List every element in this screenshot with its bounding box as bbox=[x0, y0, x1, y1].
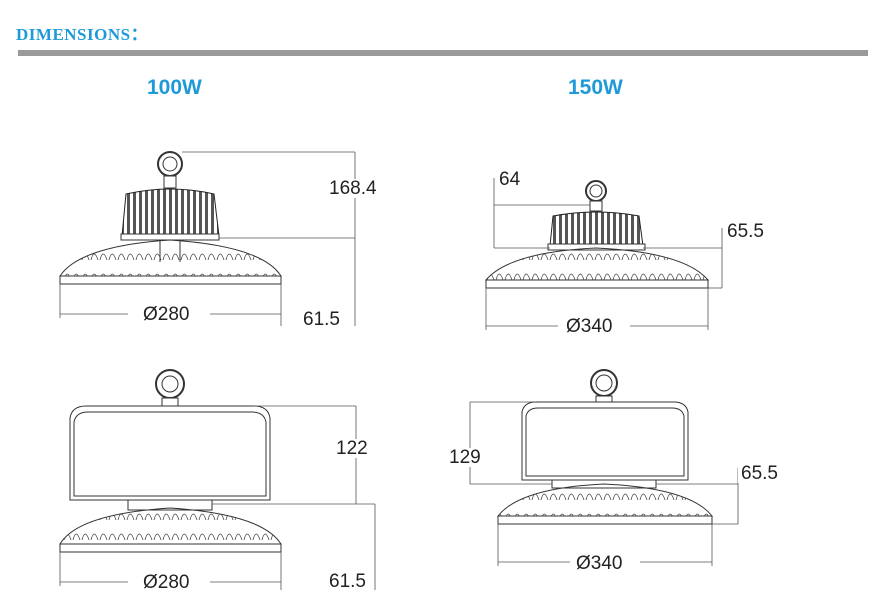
dim-150w-top-ring: 64 bbox=[496, 170, 524, 189]
dim-100w-bottom-height: 122 bbox=[333, 439, 371, 458]
dim-150w-bottom-diameter: Ø340 bbox=[573, 554, 626, 573]
dimension-lines-100w-bottom bbox=[59, 405, 376, 590]
section-heading-150w: 150W bbox=[568, 76, 623, 99]
dim-150w-top-diameter: Ø340 bbox=[563, 317, 616, 336]
dim-100w-top-base: 61.5 bbox=[300, 310, 343, 329]
dimension-lines-150w-top bbox=[485, 178, 723, 330]
lamp-100w-side-view bbox=[59, 151, 282, 285]
dim-150w-bottom-base: 65.5 bbox=[738, 464, 781, 483]
dim-100w-bottom-base: 61.5 bbox=[326, 572, 369, 591]
lamp-150w-side-view bbox=[484, 180, 710, 289]
dim-150w-bottom-height: 129 bbox=[446, 448, 484, 467]
dim-150w-top-height: 65.5 bbox=[724, 222, 767, 241]
section-heading-100w: 100W bbox=[147, 76, 202, 99]
page-title: DIMENSIONS： bbox=[16, 25, 149, 44]
dim-100w-bottom-diameter: Ø280 bbox=[140, 573, 193, 592]
dim-100w-top-diameter: Ø280 bbox=[140, 305, 193, 324]
dim-100w-top-height: 168.4 bbox=[326, 179, 380, 198]
header-divider bbox=[18, 50, 868, 56]
lamp-150w-box-view bbox=[496, 369, 714, 525]
lamp-100w-box-view bbox=[59, 369, 282, 553]
